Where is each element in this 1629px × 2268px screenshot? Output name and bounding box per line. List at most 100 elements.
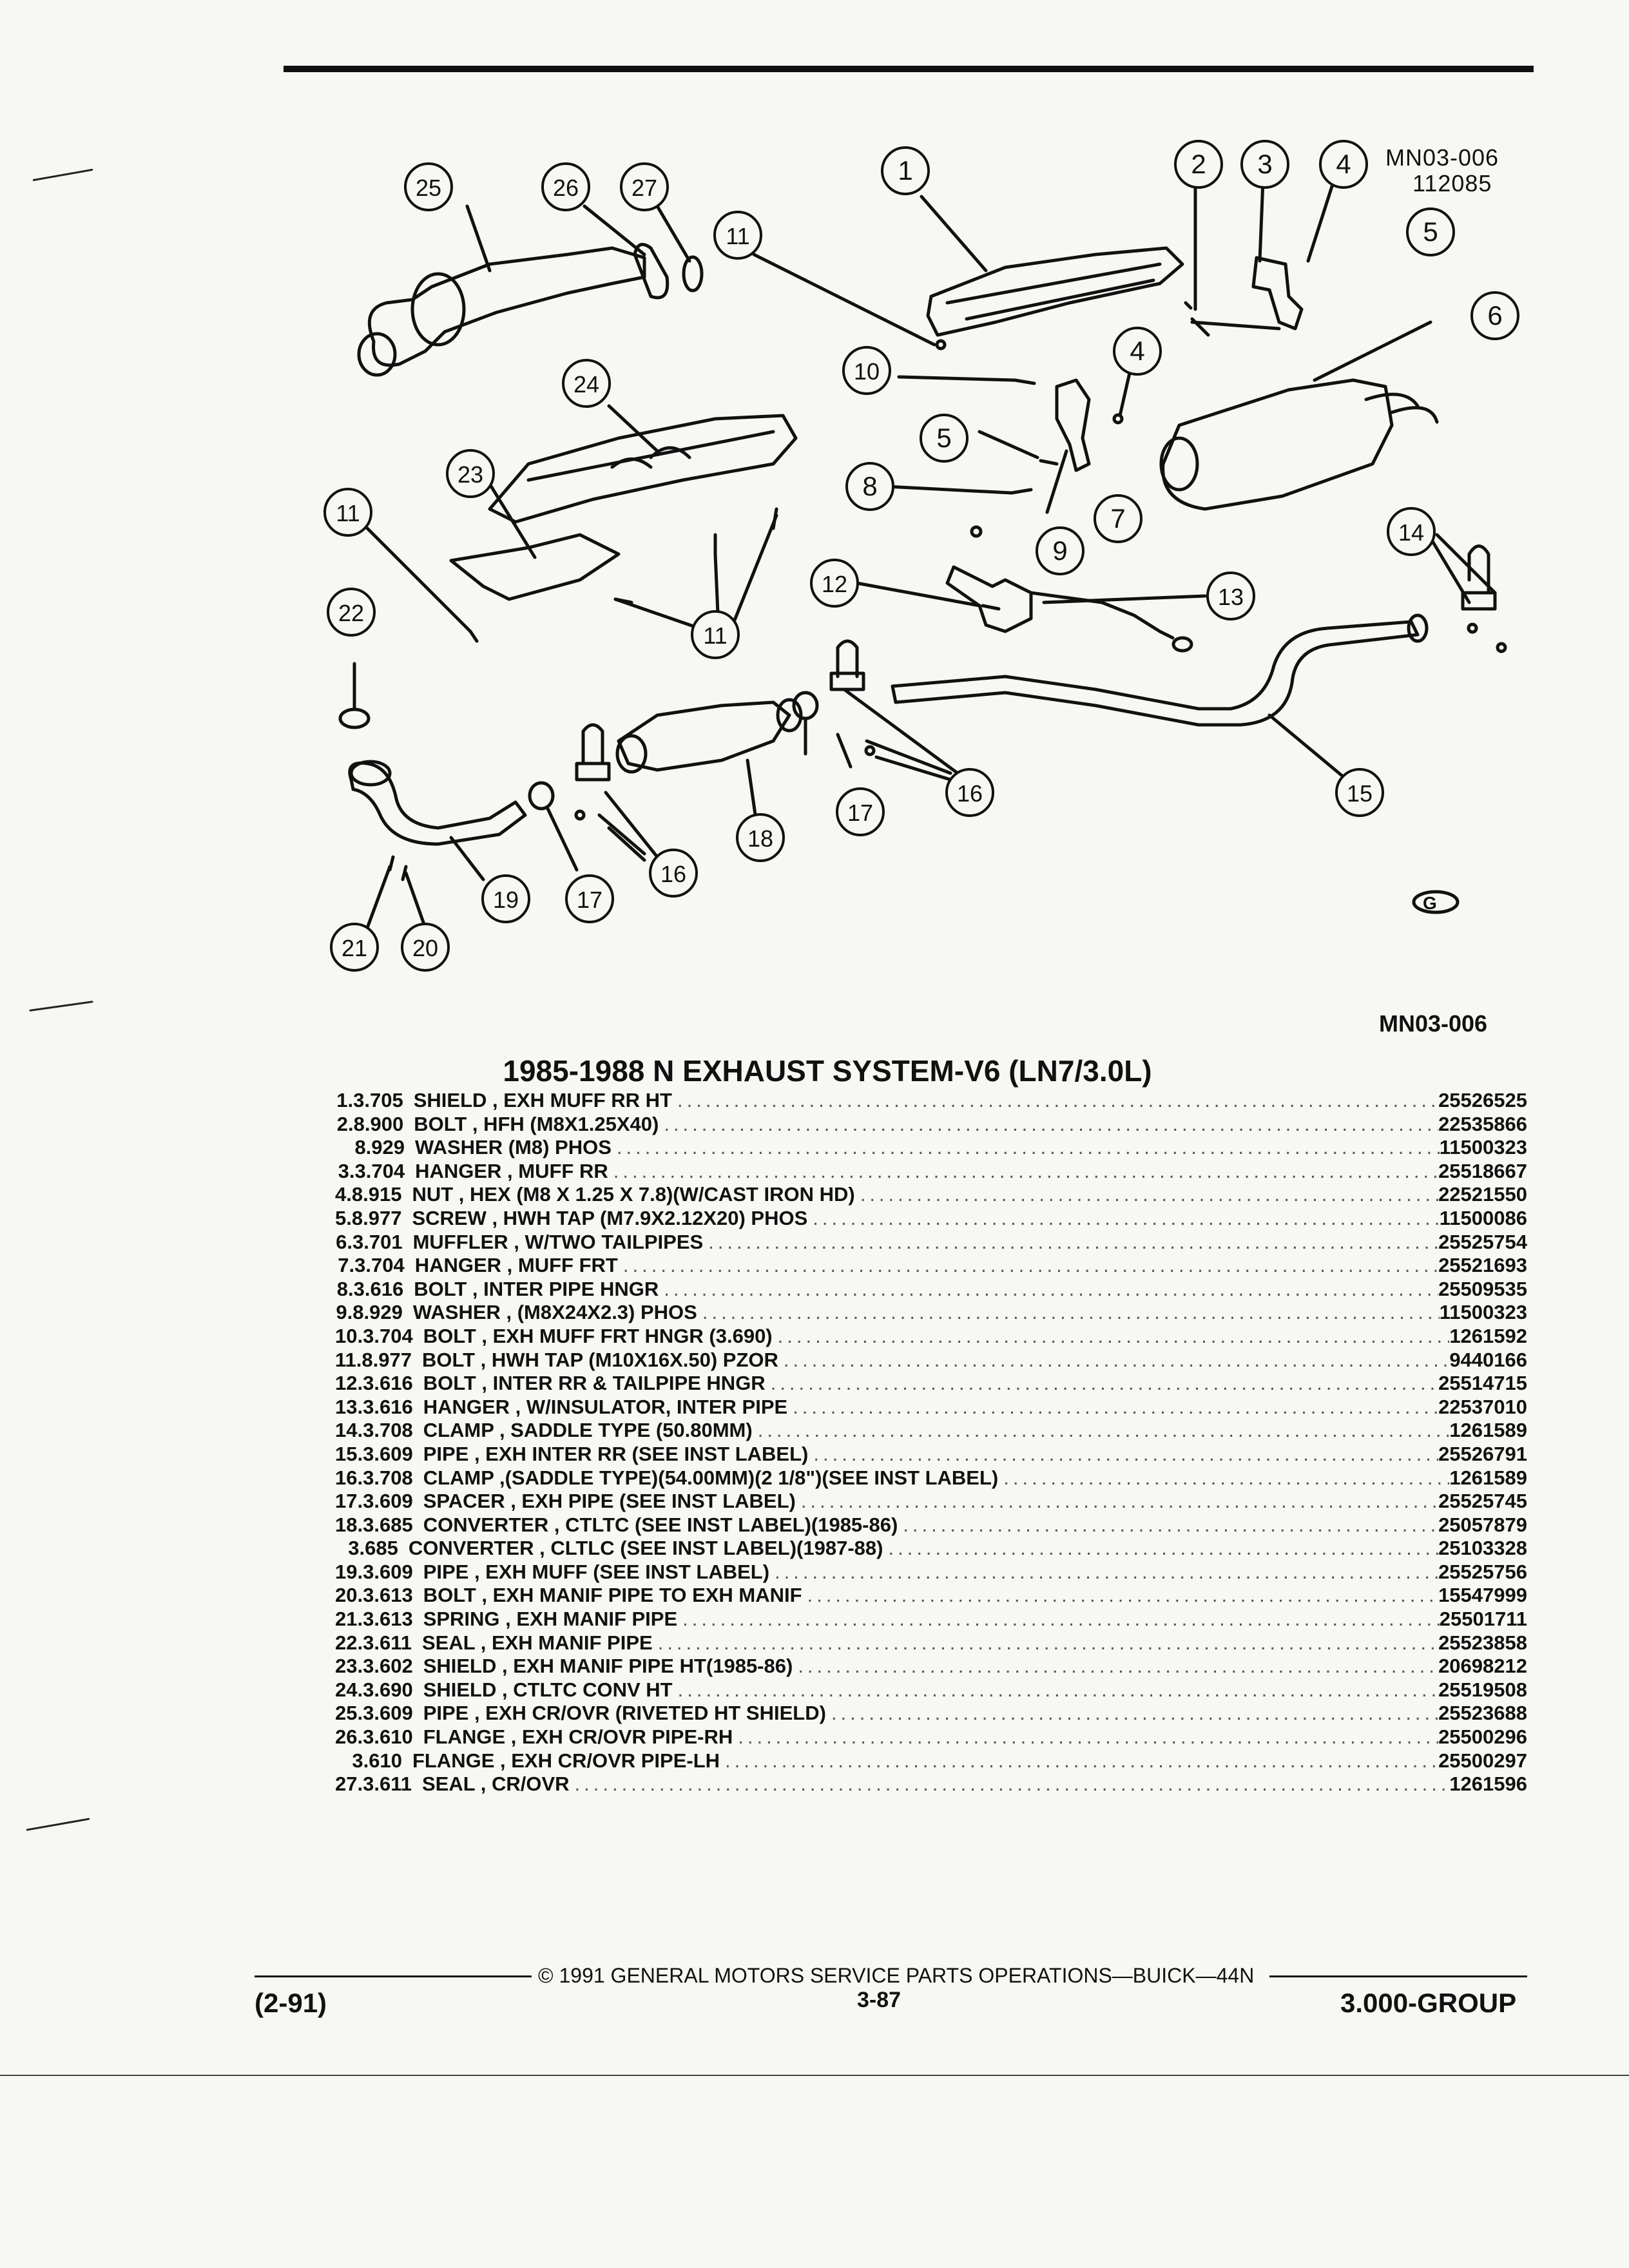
callout: 4	[1113, 327, 1162, 376]
part-number-ref: 22.	[335, 1631, 363, 1654]
part-description: HANGER , MUFF RR	[415, 1159, 608, 1182]
callout-circle	[1174, 140, 1223, 189]
part-number: 1261589	[1449, 1419, 1527, 1442]
part-number: 25523858	[1438, 1631, 1527, 1654]
callout-circle	[620, 162, 669, 211]
flange-part	[633, 242, 670, 300]
callout-label: 26	[553, 175, 579, 201]
part-number-ref: 12.	[335, 1372, 363, 1395]
callout-label: 17	[847, 800, 873, 826]
callout-label: 21	[342, 935, 367, 961]
callout: 6	[1470, 291, 1519, 340]
group-number: 3.613	[363, 1584, 413, 1607]
callout-label: 14	[1398, 519, 1424, 546]
callout-circle	[691, 610, 740, 659]
part-number-ref: 26.	[335, 1725, 363, 1749]
callout-label: 7	[1110, 503, 1125, 533]
part-number-ref: 21.	[335, 1608, 363, 1631]
leader-dots	[733, 1725, 1438, 1749]
group-number: 8.977	[351, 1206, 402, 1229]
callout-circle	[713, 211, 762, 260]
group-number: 8.977	[361, 1348, 412, 1371]
muffler-part	[1161, 378, 1394, 511]
callout-circle	[1387, 507, 1436, 556]
group-number: 3.609	[363, 1490, 413, 1513]
callout-label: 10	[854, 358, 880, 385]
shield-conv-ht-part	[488, 414, 798, 524]
part-description: BOLT , HFH (M8X1.25X40)	[414, 1112, 659, 1135]
group-code: 3.000-GROUP	[1340, 1988, 1517, 2018]
callout-circle	[330, 923, 379, 972]
part-number: 11500086	[1439, 1206, 1527, 1229]
part-number-ref: 20.	[335, 1584, 363, 1607]
leader-dots	[766, 1372, 1438, 1395]
leader-dots	[697, 1301, 1440, 1324]
callout: 22	[327, 588, 376, 637]
seal-crovr-part	[682, 255, 704, 293]
group-number: 3.705	[353, 1089, 403, 1111]
group-number: 3.690	[363, 1678, 413, 1701]
callout-label: 11	[336, 500, 360, 526]
callout-label: 6	[1487, 300, 1502, 331]
diagram-code-line: MN03-006	[1385, 144, 1499, 171]
part-number: 9440166	[1449, 1348, 1527, 1371]
part-number: 15547999	[1438, 1584, 1527, 1607]
leader-dots	[612, 1136, 1440, 1159]
diagram-code-line: 112085	[1412, 170, 1492, 197]
leader-dots	[659, 1113, 1438, 1136]
part-number-ref: 4.	[335, 1183, 352, 1206]
part-number: 1261592	[1449, 1324, 1527, 1347]
callout: 4	[1319, 140, 1368, 189]
callout-label: 16	[660, 861, 686, 887]
callout-label: 19	[493, 887, 519, 913]
callout-label: 11	[726, 223, 749, 249]
callout: 5	[1406, 207, 1455, 256]
callout: 20	[401, 923, 450, 972]
group-number: 8.929	[352, 1301, 403, 1324]
leader-dots	[677, 1608, 1440, 1631]
group-number: 3.609	[363, 1442, 413, 1465]
callout-label: 22	[338, 600, 364, 626]
clamp-saddle-part	[1461, 544, 1497, 611]
group-number: 3.685	[363, 1513, 413, 1536]
callout-label: 4	[1130, 336, 1144, 366]
part-number: 25526525	[1438, 1089, 1527, 1111]
callout: 5	[920, 414, 969, 463]
group-number: 3.613	[363, 1608, 413, 1631]
callout-circle	[836, 787, 885, 836]
part-number-ref: 3.	[338, 1159, 355, 1182]
callout-circle	[323, 488, 372, 537]
leader-dots	[898, 1514, 1438, 1537]
part-description: SCREW , HWH TAP (M7.9X2.12X20) PHOS	[412, 1206, 808, 1229]
hanger-muff-frt-part	[1055, 378, 1091, 472]
part-description: SEAL , CR/OVR	[421, 1773, 570, 1796]
part-number-ref: 10.	[335, 1324, 363, 1347]
part-number-ref: 18.	[335, 1513, 363, 1536]
callout: 17	[565, 874, 614, 923]
callout: 26	[541, 162, 590, 211]
leader-dots	[826, 1702, 1438, 1725]
callout: 2	[1174, 140, 1223, 189]
callout-circle	[1335, 768, 1384, 817]
callout-label: 2	[1191, 149, 1206, 179]
spacer-part	[528, 781, 555, 811]
part-number: 25521693	[1438, 1254, 1527, 1277]
leader-dots	[808, 1443, 1438, 1466]
callout-circle	[881, 146, 930, 195]
callout: 7	[1094, 494, 1142, 543]
part-number-ref: 25.	[335, 1702, 363, 1725]
part-number: 20698212	[1438, 1655, 1527, 1678]
callout: 25	[404, 162, 453, 211]
callout-circle	[1470, 291, 1519, 340]
callout: 11	[323, 488, 372, 537]
